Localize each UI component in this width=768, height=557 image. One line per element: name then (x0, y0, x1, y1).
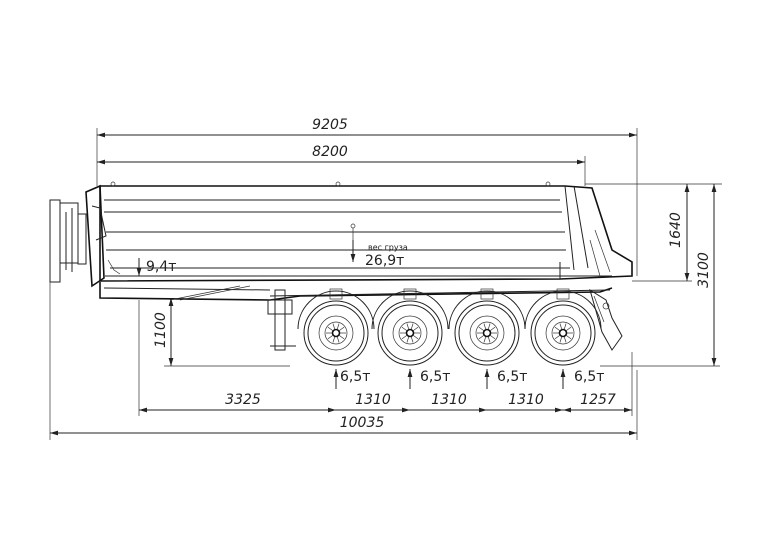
axle-4-load: 6,5т (574, 369, 604, 385)
wheel-3 (448, 288, 526, 366)
dump-body (99, 181, 633, 282)
wheel-set (297, 288, 602, 366)
dim-rear-overhang: 1257 (580, 392, 616, 408)
wheel-1 (297, 288, 375, 366)
dimension-lines (49, 128, 722, 440)
chassis-frame (99, 282, 613, 351)
dim-kingpin-to-axle1: 3325 (225, 392, 261, 408)
dim-tipper-length: 8200 (312, 144, 348, 160)
front-wall (49, 184, 121, 288)
dim-overall-length: 10035 (340, 415, 385, 431)
axle-3-load: 6,5т (497, 369, 527, 385)
dim-total-height: 3100 (696, 252, 712, 288)
dim-axle-spacing-2: 1310 (431, 392, 467, 408)
dim-overall-body-length: 9205 (312, 117, 348, 133)
axle-load-arrows (333, 369, 566, 389)
rear-end (589, 288, 623, 351)
dim-axle-spacing-1: 1310 (355, 392, 391, 408)
dim-coupling-height: 1100 (153, 312, 169, 348)
kingpin-load: 9,4т (146, 259, 176, 275)
cargo-weight: 26,9т (365, 253, 404, 269)
axle-1-load: 6,5т (340, 369, 370, 385)
cargo-weight-label: вес груза (368, 243, 408, 252)
axle-2-load: 6,5т (420, 369, 450, 385)
wheel-2 (371, 288, 449, 366)
dim-axle-spacing-3: 1310 (508, 392, 544, 408)
wheel-4 (524, 288, 602, 366)
dim-side-height: 1640 (668, 212, 684, 248)
